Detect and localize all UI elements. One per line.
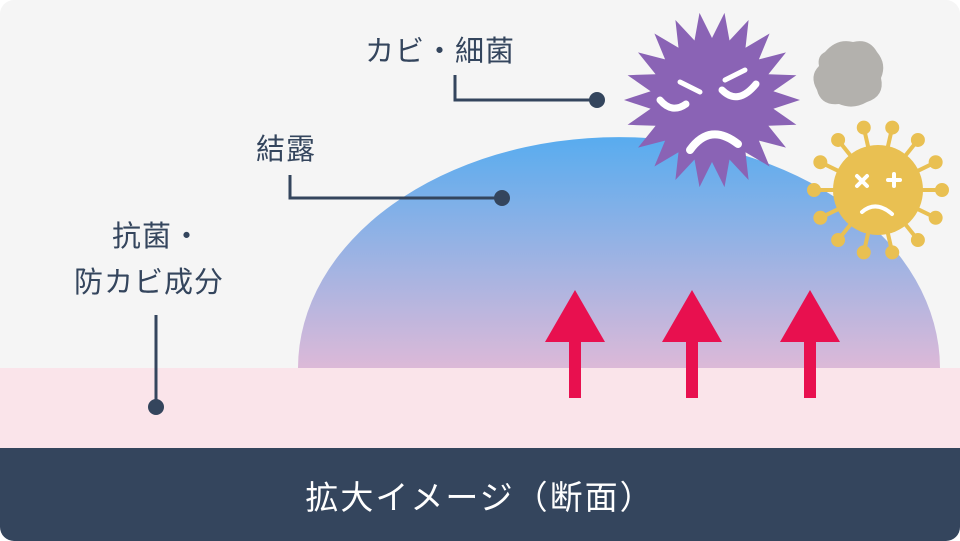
condensation-pointer-dot [494, 190, 510, 206]
virus-spike-tip [831, 233, 846, 248]
mold-leader-line [453, 75, 597, 102]
virus-spike-tip [928, 210, 943, 225]
virus-spike-tip [831, 132, 846, 147]
up-arrows [545, 290, 840, 398]
mold-germ-icon [624, 12, 800, 188]
condensation-leader-line [288, 175, 502, 200]
virus-spike-tip [935, 183, 949, 197]
virus-spike-tip [885, 120, 900, 135]
virus-spike-tip [813, 210, 828, 225]
condensation-droplet [298, 137, 940, 368]
label-condensation: 結露 [256, 132, 317, 166]
virus-spike-tip [885, 245, 900, 260]
virus-spike-tip [856, 120, 871, 135]
virus-spike-tip [928, 155, 943, 170]
virus-spike-tip [910, 233, 925, 248]
up-arrow-icon [780, 290, 840, 398]
label-antibacterial-line1: 抗菌・ [112, 219, 203, 253]
label-antibacterial-line2: 防カビ成分 [74, 265, 225, 299]
dust-particle-icon [813, 41, 884, 107]
up-arrow-icon [662, 290, 722, 398]
footer-caption: 拡大イメージ（断面） [305, 477, 655, 517]
virus-spike-tip [910, 132, 925, 147]
label-mold-bacteria: カビ・細菌 [365, 34, 516, 68]
mold-pointer-dot [589, 92, 605, 108]
footer-caption-bar: 拡大イメージ（断面） [0, 448, 960, 541]
virus-spike-tip [813, 155, 828, 170]
virus-icon [807, 120, 949, 260]
virus-spike-tip [807, 183, 821, 197]
up-arrow-icon [545, 290, 605, 398]
virus-spike-tip [856, 245, 871, 260]
antibacterial-pointer-dot [148, 399, 164, 415]
